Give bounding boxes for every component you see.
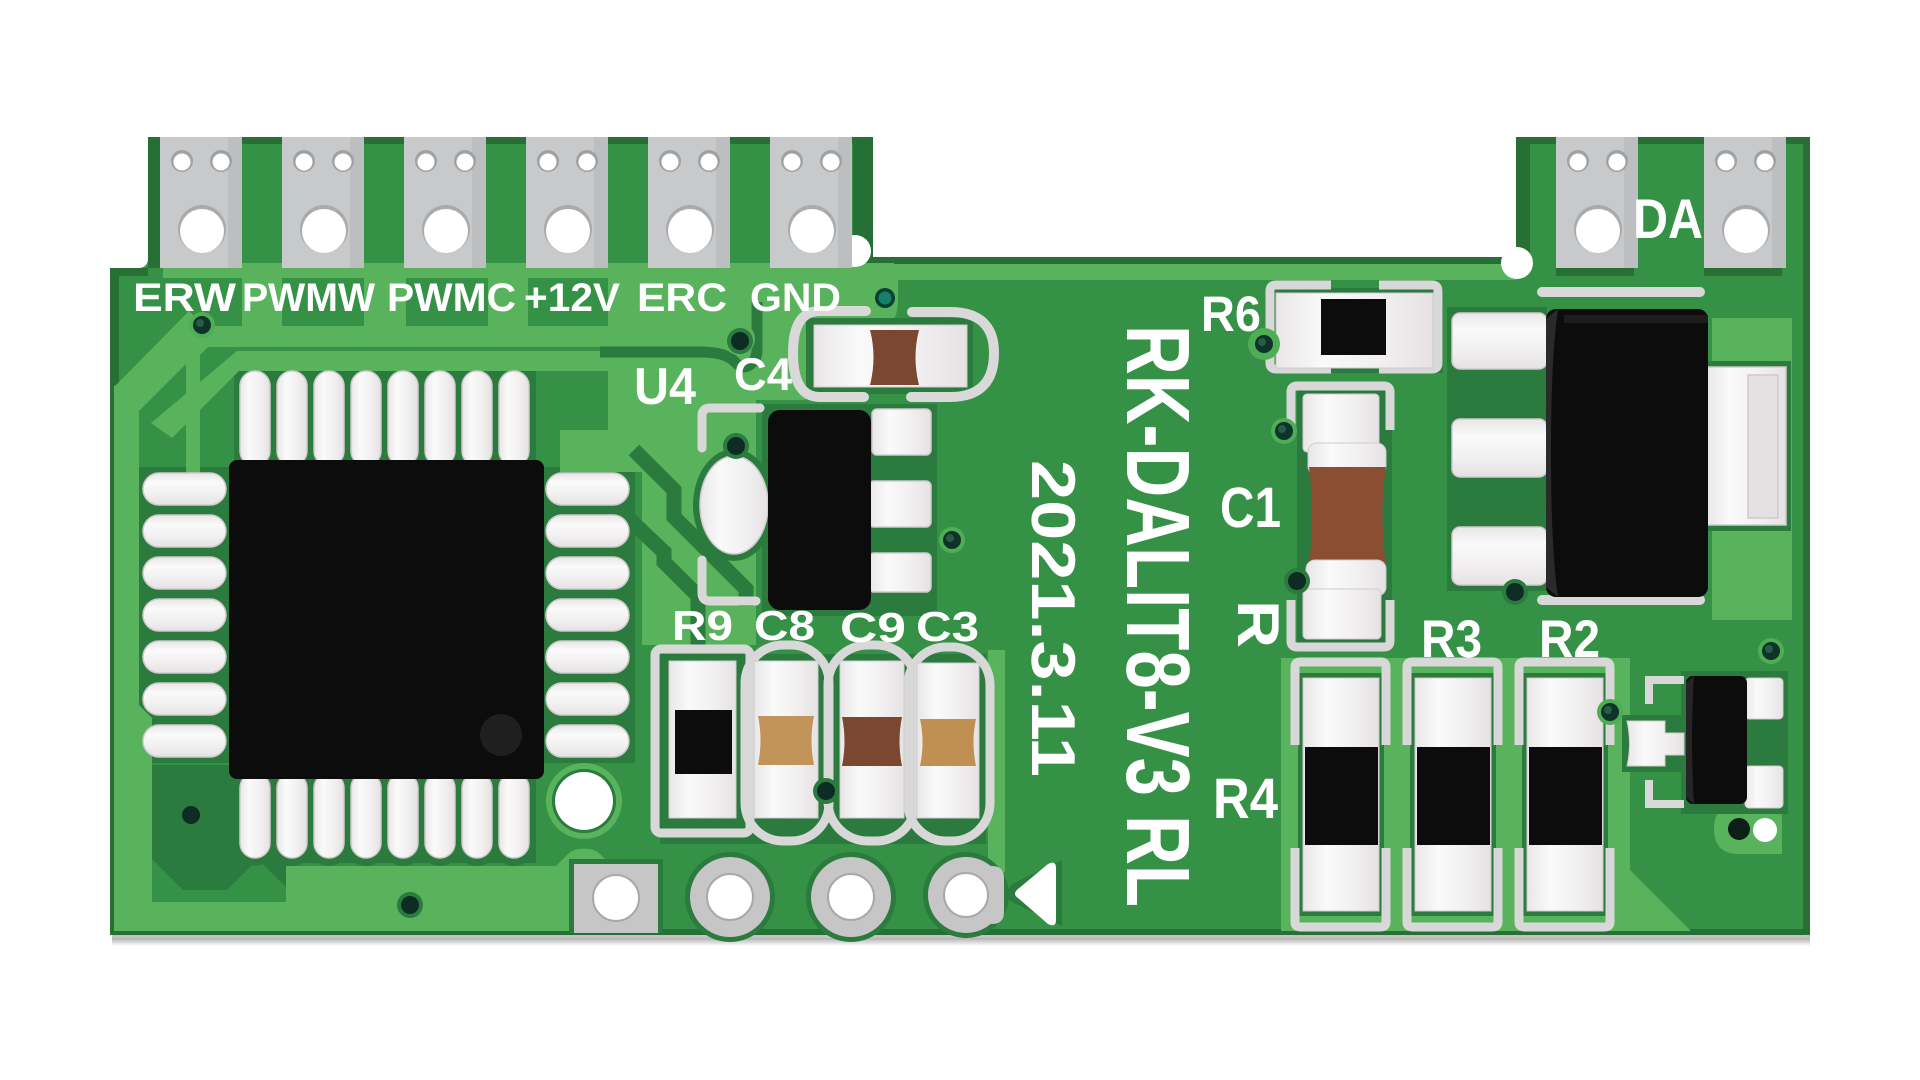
svg-text:U4: U4 xyxy=(634,358,696,416)
svg-text:PWMW: PWMW xyxy=(242,276,375,320)
svg-text:R4: R4 xyxy=(1213,767,1278,831)
svg-text:R6: R6 xyxy=(1201,286,1261,342)
svg-text:C8: C8 xyxy=(754,602,815,649)
svg-text:2021.3.11: 2021.3.11 xyxy=(1018,460,1087,777)
svg-text:DA: DA xyxy=(1633,187,1703,250)
svg-text:ERC: ERC xyxy=(637,276,727,320)
svg-text:C3: C3 xyxy=(916,603,979,650)
svg-text:R: R xyxy=(1225,600,1291,648)
svg-text:R2: R2 xyxy=(1539,610,1600,669)
svg-text:R3: R3 xyxy=(1421,610,1482,669)
svg-text:RK-DALIT8-V3 RL: RK-DALIT8-V3 RL xyxy=(1107,325,1207,907)
svg-text:C4: C4 xyxy=(734,348,792,400)
svg-text:+12V: +12V xyxy=(524,276,620,320)
svg-text:C1: C1 xyxy=(1220,476,1281,540)
svg-text:PWMC: PWMC xyxy=(387,276,516,320)
svg-text:GND: GND xyxy=(750,276,841,320)
svg-text:C9: C9 xyxy=(840,604,906,651)
svg-text:R9: R9 xyxy=(672,602,733,649)
svg-text:ERW: ERW xyxy=(133,276,236,320)
